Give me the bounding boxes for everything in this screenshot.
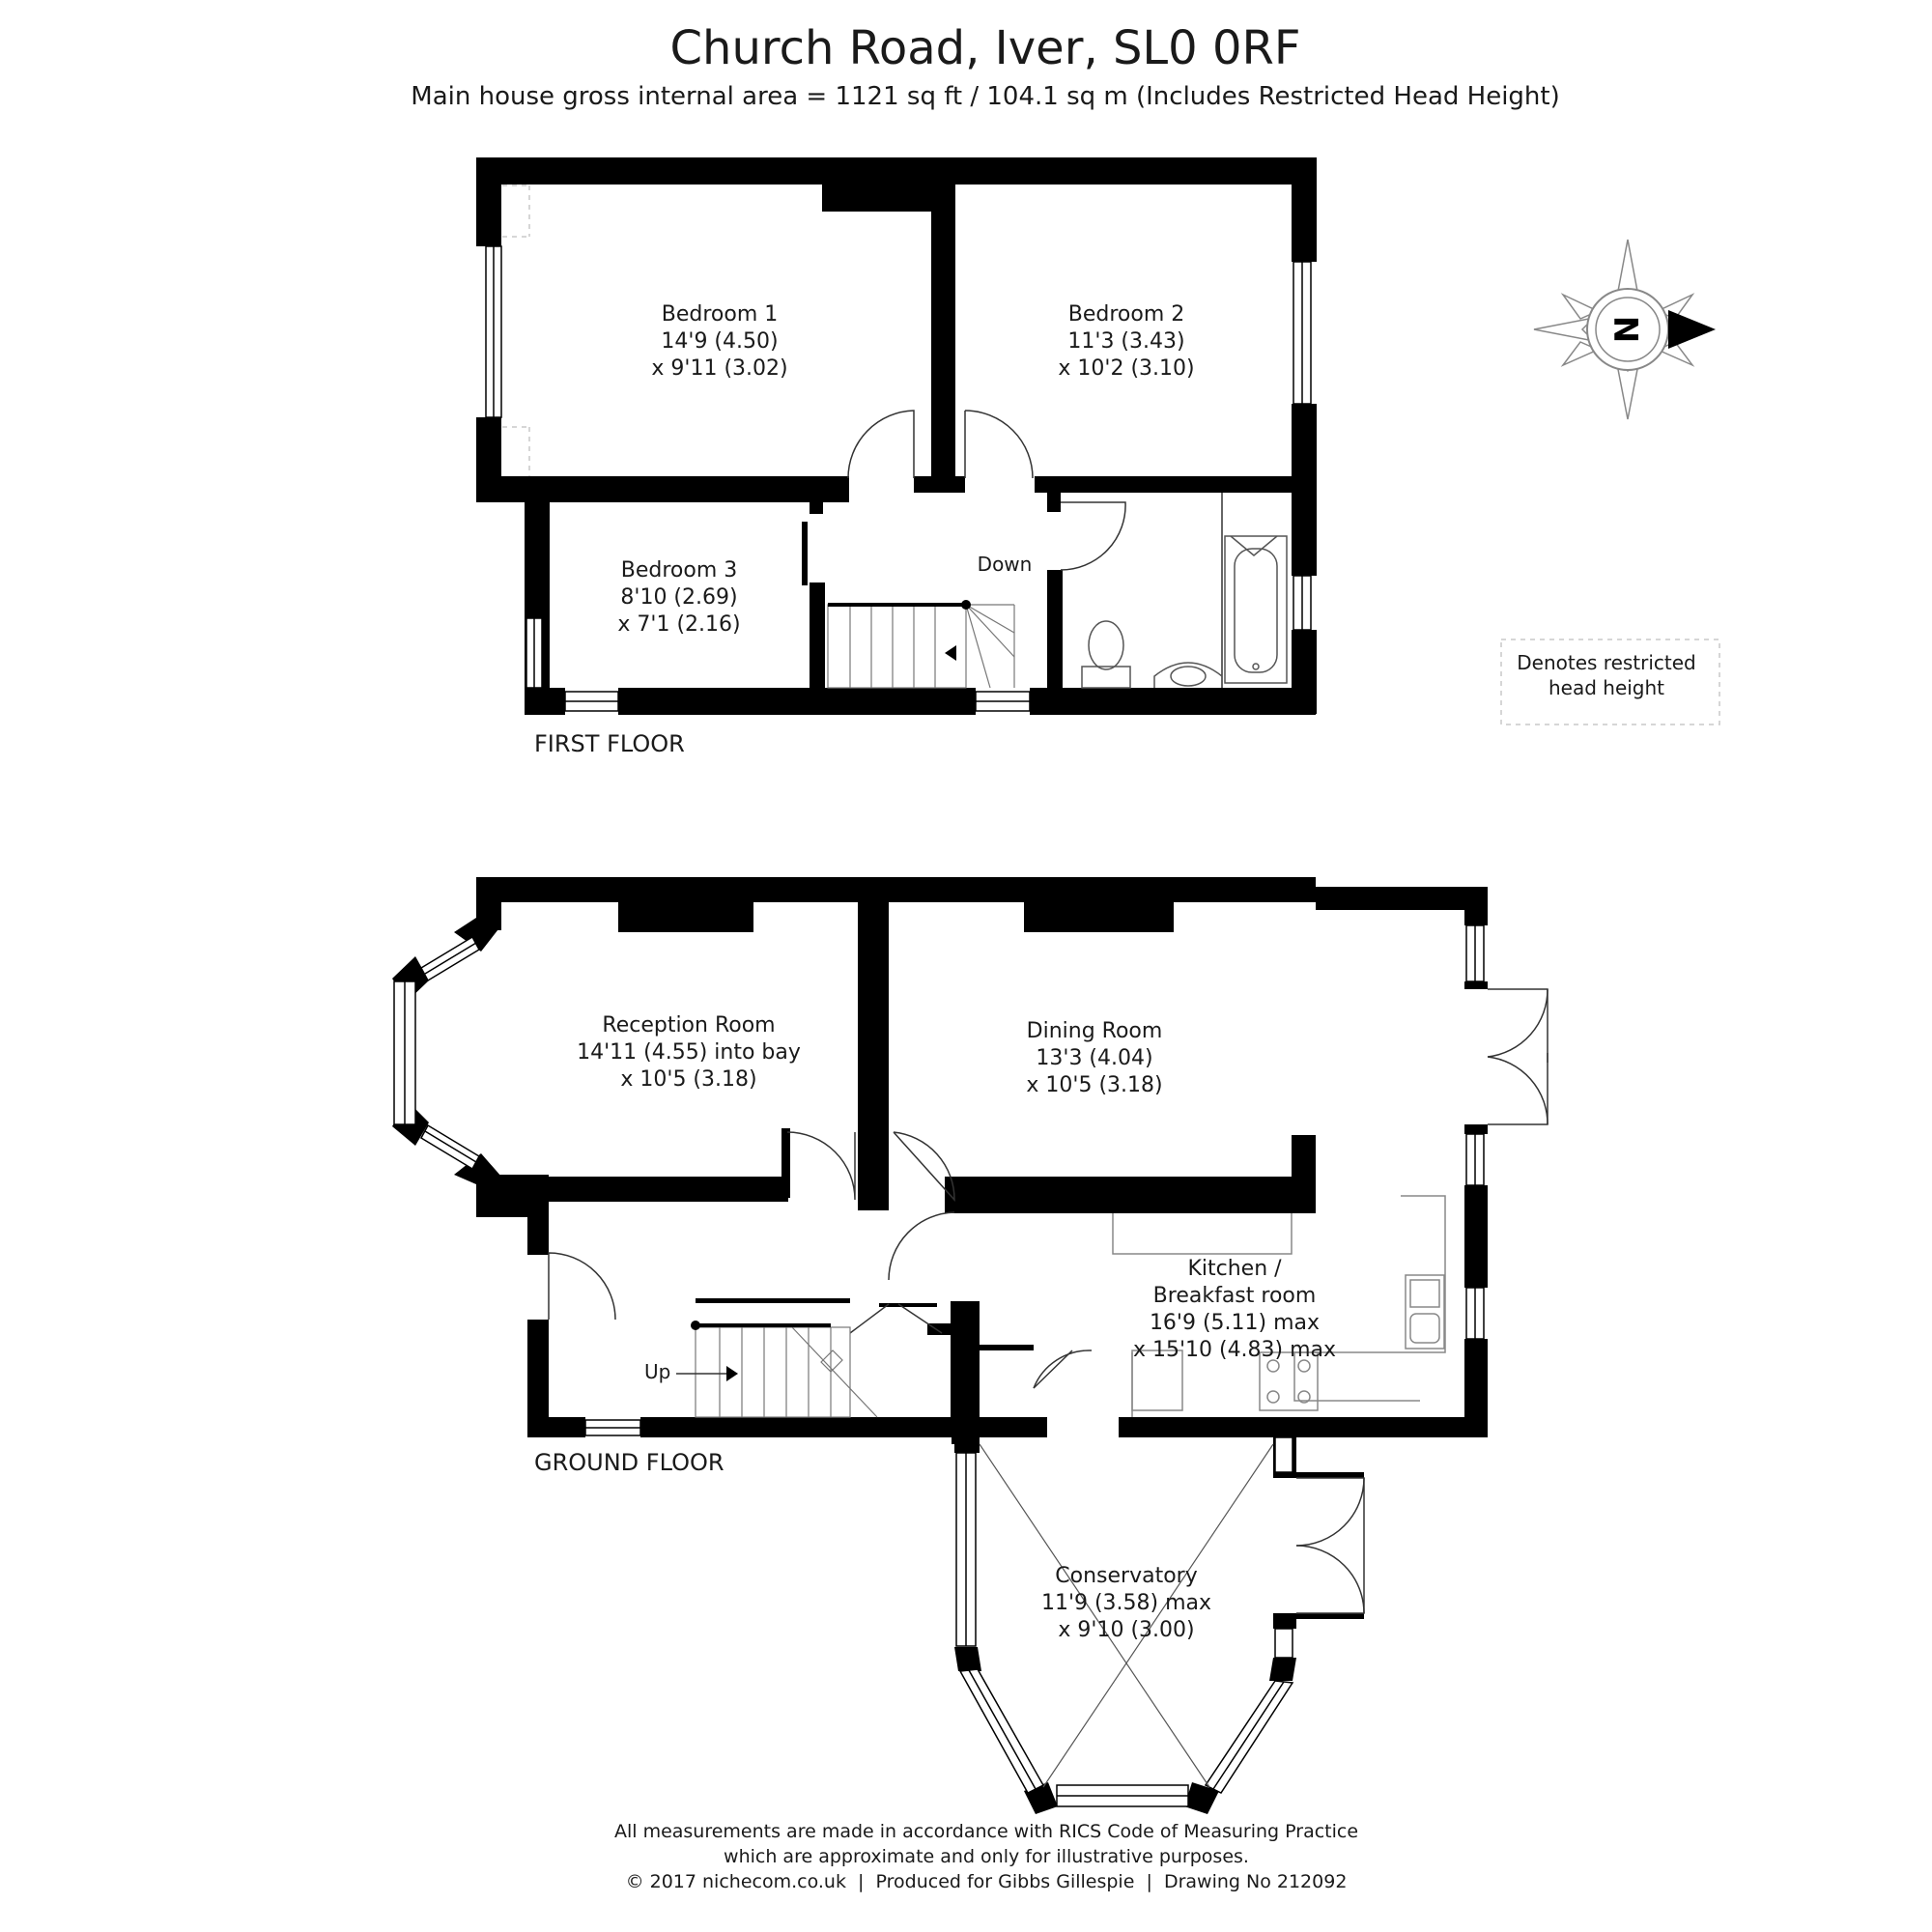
legend-line-1: Denotes restricted [1517,651,1696,674]
stairs-direction-arrow [945,645,956,661]
footer-line-2: which are approximate and only for illus… [724,1845,1249,1867]
room-name: Bedroom 2 [1067,302,1185,327]
first-floor-label: FIRST FLOOR [534,730,685,757]
ground-floor-windows [584,924,1485,1436]
room-label-conservatory: Conservatory 11'9 (3.58) max x 9'10 (3.0… [1041,1563,1211,1644]
stairs-up-label: Up [644,1360,671,1383]
room-label-bedroom-2: Bedroom 2 11'3 (3.43) x 10'2 (3.10) [1058,301,1194,383]
room-name: Conservatory [1055,1564,1198,1588]
footer-disclaimer: All measurements are made in accordance … [614,1820,1358,1894]
room-dim: 14'11 (4.55) into bay [577,1040,801,1065]
first-floor-plan [476,157,1317,715]
room-dim: x 9'11 (3.02) [651,356,788,382]
conservatory-windows [955,1436,1294,1807]
room-dim: 13'3 (4.04) [1036,1046,1153,1071]
compass-north-letter: N [1608,316,1647,343]
footer-line-3: © 2017 nichecom.co.uk | Produced for Gib… [625,1870,1348,1892]
first-floor-staircase [827,604,1015,689]
ground-floor-staircase [695,1326,878,1418]
basin [1153,662,1223,688]
stair-newel-ground [691,1321,700,1330]
restricted-head-height-legend-box [1500,639,1720,725]
room-label-bedroom-1: Bedroom 1 14'9 (4.50) x 9'11 (3.02) [651,301,787,383]
kitchen-fittings [1112,1195,1446,1417]
stairs-down-label: Down [977,553,1033,576]
room-dim: 14'9 (4.50) [661,329,779,355]
compass-rose: N [1533,239,1716,420]
room-dim: x 9'10 (3.00) [1058,1618,1195,1643]
restricted-head-height-marks [502,185,530,477]
ground-floor-doors [548,988,1548,1389]
room-label-dining: Dining Room 13'3 (4.04) x 10'5 (3.18) [1026,1018,1162,1099]
room-dim: 11'9 (3.58) max [1040,1591,1212,1616]
stair-newel [961,600,971,610]
room-name-line-2: Breakfast room [1152,1284,1317,1309]
room-name: Dining Room [1026,1019,1163,1043]
conservatory-walls [954,1437,1364,1814]
toilet [1081,620,1131,689]
bath [1224,535,1288,684]
room-dim: x 15'10 (4.83) max [1132,1338,1337,1363]
page-title: Church Road, Iver, SL0 0RF [669,21,1301,75]
ground-floor-walls [476,877,1488,1444]
ground-floor-plan [392,877,1548,1814]
bay-windows [393,935,480,1171]
room-dim: x 10'5 (3.18) [1026,1073,1163,1098]
room-dim: 16'9 (5.11) max [1149,1311,1321,1336]
room-label-bedroom-3: Bedroom 3 8'10 (2.69) x 7'1 (2.16) [617,557,740,639]
room-dim: x 10'2 (3.10) [1058,356,1195,382]
room-label-reception: Reception Room 14'11 (4.55) into bay x 1… [577,1012,801,1094]
room-dim: x 7'1 (2.16) [617,612,741,638]
room-name: Bedroom 1 [661,302,779,327]
room-dim: 11'3 (3.43) [1067,329,1185,355]
ground-floor-label: GROUND FLOOR [534,1449,724,1476]
legend-line-2: head height [1548,675,1665,699]
conservatory-roof-lines [979,1443,1274,1788]
room-dim: 8'10 (2.69) [620,585,738,611]
first-floor-doors [847,410,1223,688]
footer-line-1: All measurements are made in accordance … [613,1821,1359,1842]
first-floor-walls [476,157,1317,715]
room-name: Kitchen / [1187,1257,1282,1281]
conservatory-doors [1295,1477,1365,1614]
room-name: Bedroom 3 [620,558,738,582]
stairs-up-arrow-icon [726,1366,738,1381]
page-subtitle: Main house gross internal area = 1121 sq… [411,82,1560,111]
first-floor-windows [485,245,1312,712]
legend-text: Denotes restricted head height [1517,651,1696,700]
room-dim: x 10'5 (3.18) [620,1067,757,1093]
room-label-kitchen: Kitchen / Breakfast room 16'9 (5.11) max… [1133,1256,1336,1365]
room-name: Reception Room [602,1013,776,1037]
